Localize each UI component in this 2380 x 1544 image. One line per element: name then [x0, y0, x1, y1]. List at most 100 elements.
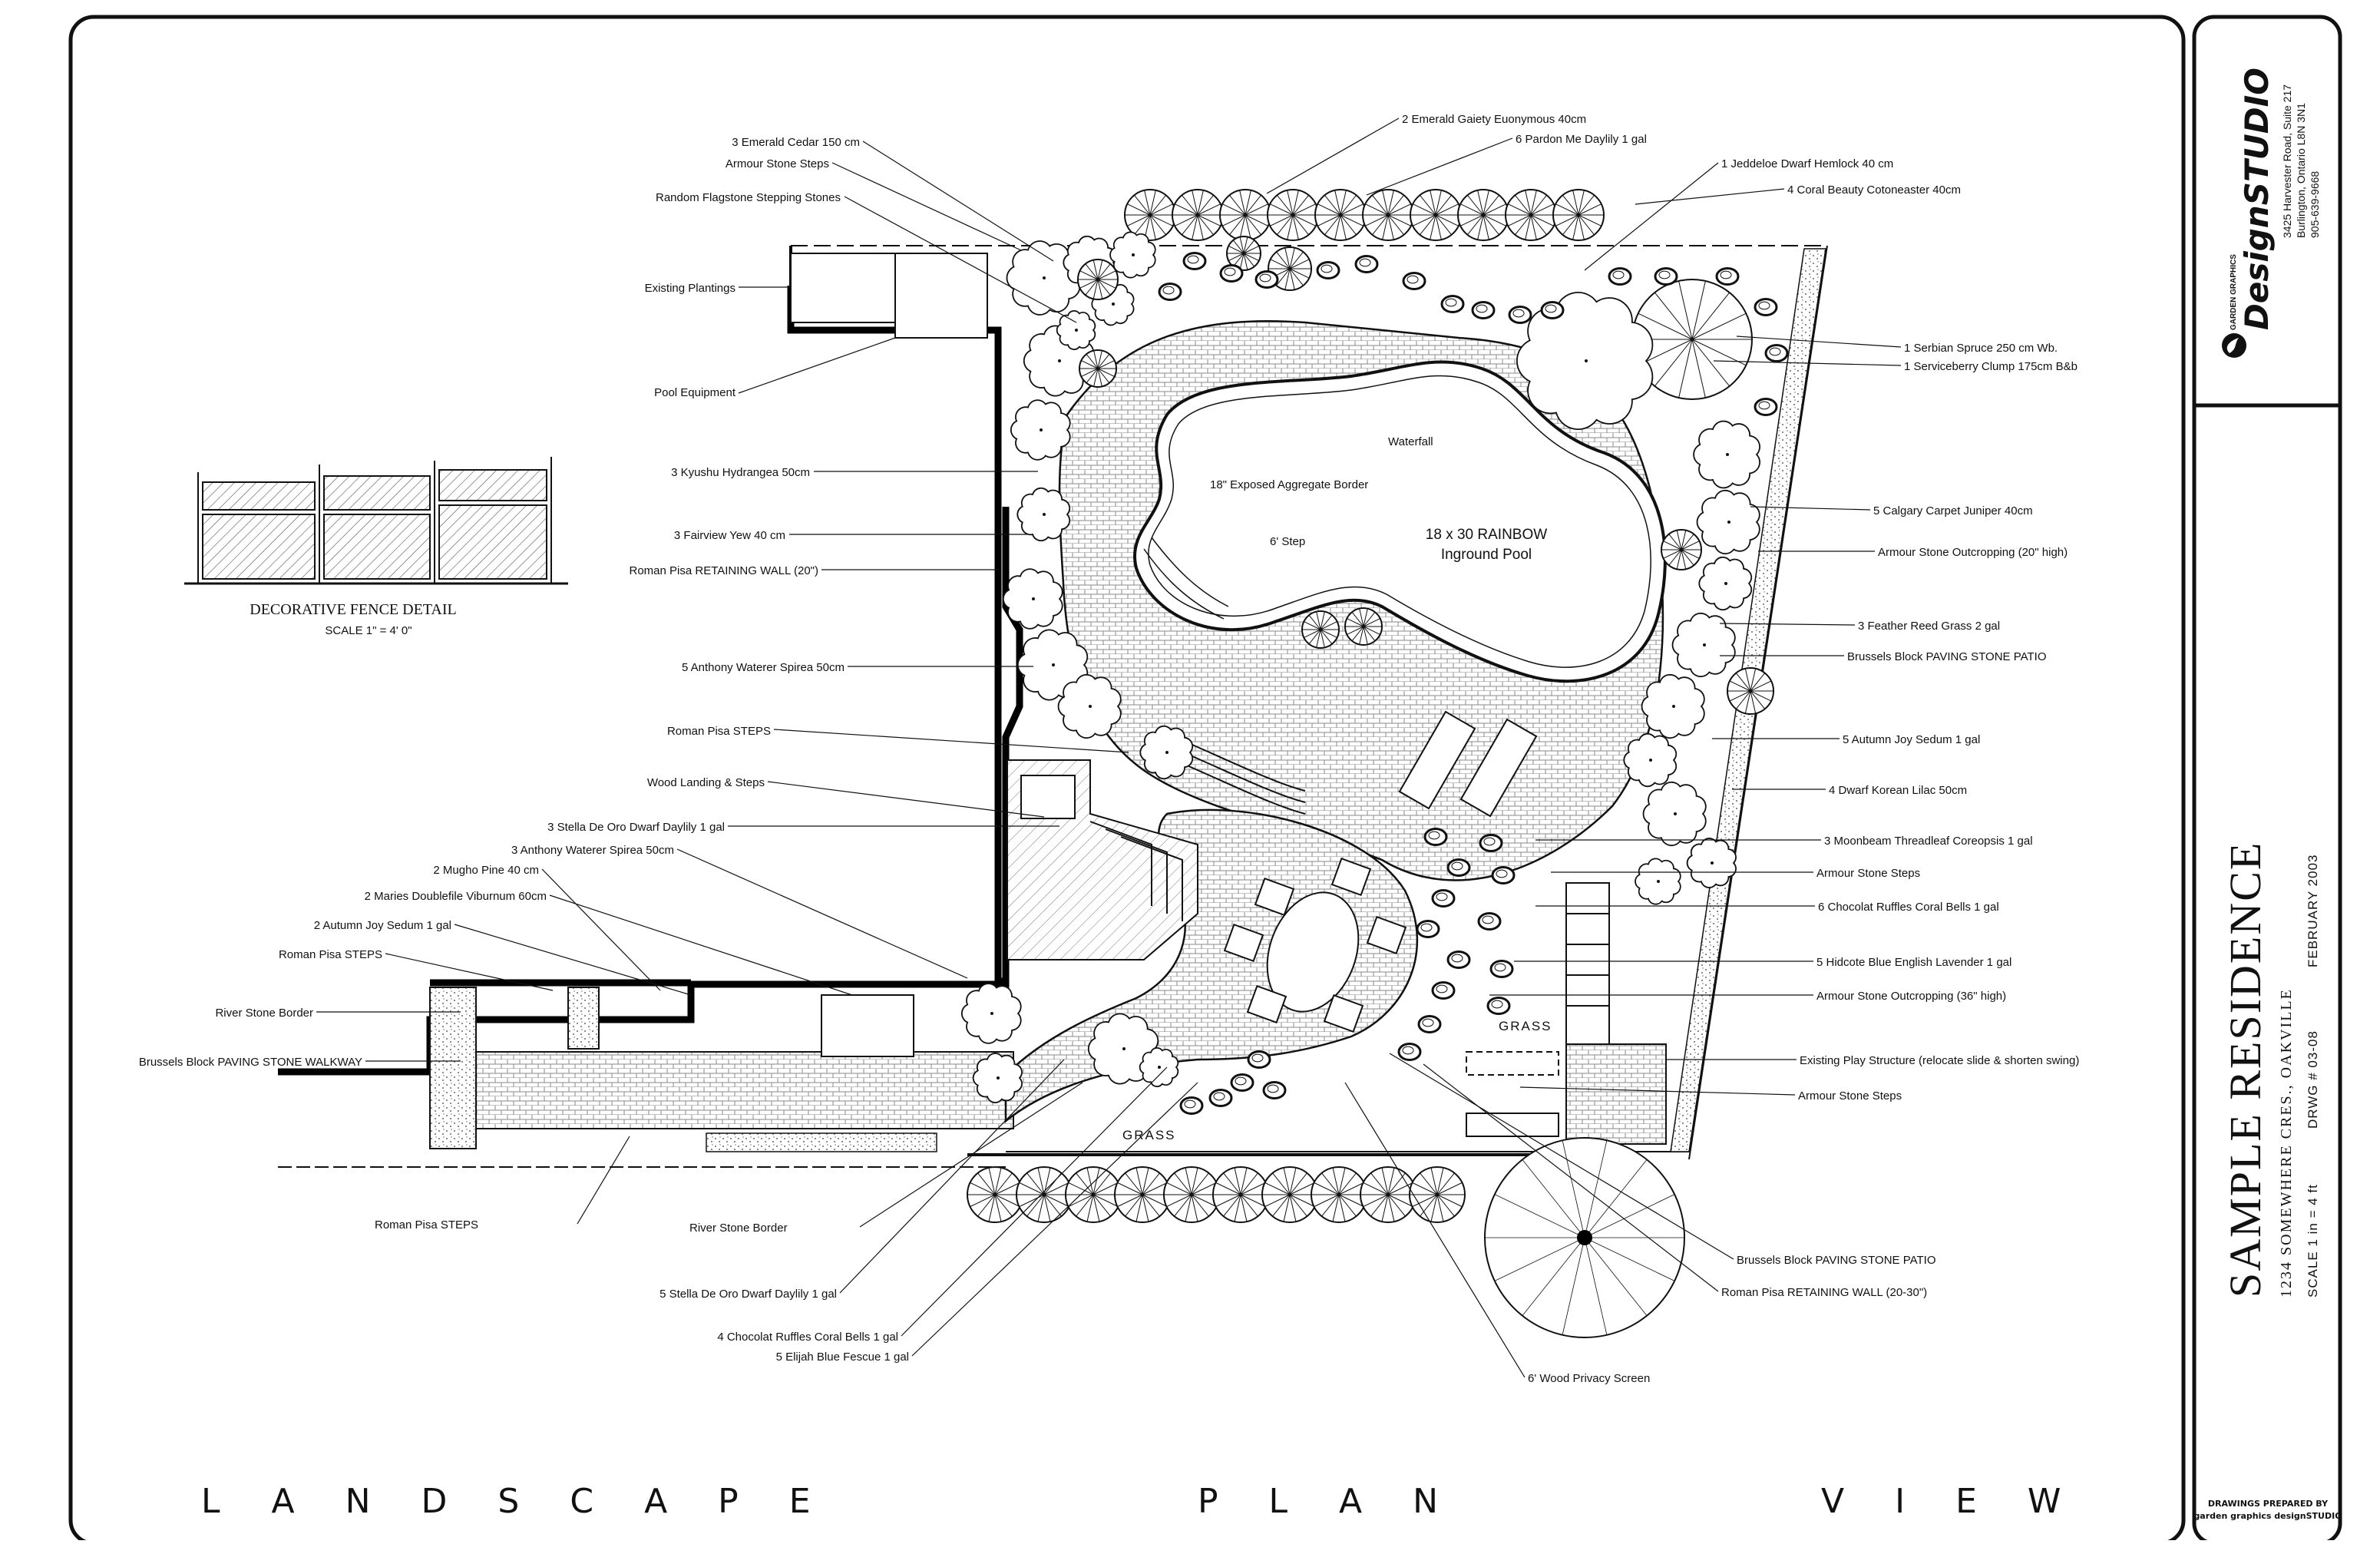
logo-small: GARDEN GRAPHICS — [2230, 254, 2238, 330]
title-block: GARDEN GRAPHICS DesignSTUDIO 3425 Harves… — [2193, 68, 2342, 1521]
armour-stone — [1397, 1043, 1422, 1061]
address-line-2: Burlington, Ontario L8N 3N1 — [2295, 103, 2307, 238]
hedge-plant — [1409, 1166, 1466, 1223]
hedge-plant — [1212, 1166, 1269, 1223]
label-right: 1 Serbian Spruce 250 cm Wb. — [1904, 342, 2058, 355]
plant-symbol — [1268, 246, 1312, 291]
shrub-symbol — [1006, 240, 1081, 316]
leader-lines — [316, 117, 1902, 1378]
armour-stone — [1182, 252, 1207, 270]
armour-stone — [1608, 267, 1632, 286]
shrub-symbol — [1623, 732, 1678, 788]
logo-mark — [2222, 333, 2246, 358]
label-left: 3 Anthony Waterer Spirea 50cm — [511, 844, 674, 857]
label-right: 6 Chocolat Ruffles Coral Bells 1 gal — [1818, 901, 1999, 914]
pool-step — [1143, 537, 1229, 620]
banner-view: VIEW — [1821, 1482, 2111, 1521]
armour-stone — [1158, 283, 1182, 301]
hedge-plant — [967, 1166, 1023, 1223]
phone-number: 905-639-9668 — [2309, 171, 2321, 238]
armour-stone — [1715, 267, 1740, 286]
label-right: 2 Emerald Gaiety Euonymous 40cm — [1402, 113, 1586, 126]
armour-stone — [1491, 866, 1516, 884]
fence-detail-scale: SCALE 1" = 4' 0" — [325, 624, 412, 637]
armour-stone — [1477, 912, 1502, 931]
hedge-plant — [1016, 1166, 1073, 1223]
wood-table — [1020, 775, 1076, 819]
label-right: Armour Stone Outcropping (36" high) — [1816, 990, 2006, 1003]
label-left: 3 Stella De Oro Dwarf Daylily 1 gal — [547, 821, 725, 834]
plantings — [960, 189, 1789, 1338]
shrub-symbol — [1641, 673, 1705, 739]
label-left: Wood Landing & Steps — [647, 776, 765, 789]
label-right: Armour Stone Outcropping (20" high) — [1878, 546, 2068, 559]
label-right: 5 Autumn Joy Sedum 1 gal — [1843, 733, 1980, 746]
hedge-plant — [1219, 189, 1271, 241]
fence-detail-title: DECORATIVE FENCE DETAIL — [250, 601, 456, 618]
label-step: 6' Step — [1270, 535, 1305, 548]
label-right: Armour Stone Steps — [1798, 1089, 1902, 1103]
label-right: 1 Jeddeloe Dwarf Hemlock 40 cm — [1721, 157, 1893, 170]
hedge-plant — [1362, 189, 1414, 241]
label-right: Brussels Block PAVING STONE PATIO — [1847, 650, 2047, 663]
shrub-symbol — [1057, 673, 1122, 739]
label-right: 5 Hidcote Blue English Lavender 1 gal — [1816, 956, 2011, 969]
label-left: Roman Pisa STEPS — [279, 948, 382, 961]
existing-plantings — [790, 253, 988, 1057]
plant-symbol — [1727, 667, 1774, 715]
label-right: 3 Feather Reed Grass 2 gal — [1858, 620, 2000, 633]
label-left: Existing Plantings — [645, 282, 735, 295]
shrub-symbol — [1642, 781, 1707, 847]
armour-stone — [1654, 267, 1678, 286]
plant-symbol — [1301, 610, 1340, 649]
label-right: Existing Play Structure (relocate slide … — [1800, 1054, 2079, 1067]
armour-stone — [1423, 828, 1448, 846]
hedge-plant — [1552, 189, 1605, 241]
armour-stone — [1471, 301, 1496, 319]
hedge-plant — [1267, 189, 1319, 241]
label-left: 2 Mugho Pine 40 cm — [433, 864, 539, 877]
credit-line-1: DRAWINGS PREPARED BY — [2208, 1499, 2329, 1509]
hedge-plant — [1314, 189, 1367, 241]
label-waterfall: Waterfall — [1388, 435, 1433, 448]
label-left: Roman Pisa RETAINING WALL (20") — [630, 564, 819, 577]
label-right: 5 Calgary Carpet Juniper 40cm — [1873, 504, 2033, 517]
hedge-plant — [1457, 189, 1509, 241]
hedge-plant — [1410, 189, 1462, 241]
armour-stone — [1754, 398, 1778, 416]
walkway-border — [429, 987, 477, 1149]
label-bottom: 6' Wood Privacy Screen — [1528, 1372, 1650, 1385]
armour-stone — [1247, 1050, 1271, 1069]
armour-stone — [1440, 295, 1465, 313]
label-right: 3 Moonbeam Threadleaf Coreopsis 1 gal — [1824, 835, 2033, 848]
armour-stone — [1431, 889, 1456, 908]
plant-symbol — [1661, 529, 1702, 570]
gravel-strip — [706, 1132, 937, 1152]
armour-stone — [1479, 834, 1503, 852]
label-left: Armour Stone Steps — [726, 157, 829, 170]
label-left: River Stone Border — [215, 1007, 313, 1020]
right-labels: 2 Emerald Gaiety Euonymous 40cm 6 Pardon… — [1402, 113, 2079, 1103]
armour-stone — [1230, 1073, 1254, 1092]
label-bottom: Roman Pisa RETAINING WALL (20-30") — [1721, 1286, 1927, 1299]
label-bottom: River Stone Border — [689, 1222, 788, 1235]
label-right: 1 Serviceberry Clump 175cm B&b — [1904, 360, 2078, 373]
label-right: 4 Dwarf Korean Lilac 50cm — [1829, 784, 1967, 797]
label-bottom: 5 Stella De Oro Dwarf Daylily 1 gal — [659, 1288, 837, 1301]
armour-stone — [1446, 858, 1471, 877]
hedge-plant — [1261, 1166, 1318, 1223]
plant-symbol — [1226, 236, 1261, 271]
shrub-symbol — [1016, 487, 1071, 542]
label-right: 6 Pardon Me Daylily 1 gal — [1516, 133, 1647, 146]
armour-stone — [1486, 997, 1511, 1015]
label-left: Random Flagstone Stepping Stones — [656, 191, 841, 204]
armour-stone — [1489, 960, 1514, 978]
pool-label-1: 18 x 30 RAINBOW — [1426, 527, 1547, 543]
project-address: 1234 SOMEWHERE CRES., OAKVILLE — [2278, 988, 2295, 1298]
play-structure — [1466, 882, 1667, 1145]
armour-stone — [1446, 951, 1471, 969]
address-line-1: 3425 Harvester Road, Suite 217 — [2281, 84, 2293, 238]
shrub-symbol — [1139, 725, 1194, 780]
interior-labels: Waterfall 18" Exposed Aggregate Border 6… — [1122, 435, 1551, 1142]
